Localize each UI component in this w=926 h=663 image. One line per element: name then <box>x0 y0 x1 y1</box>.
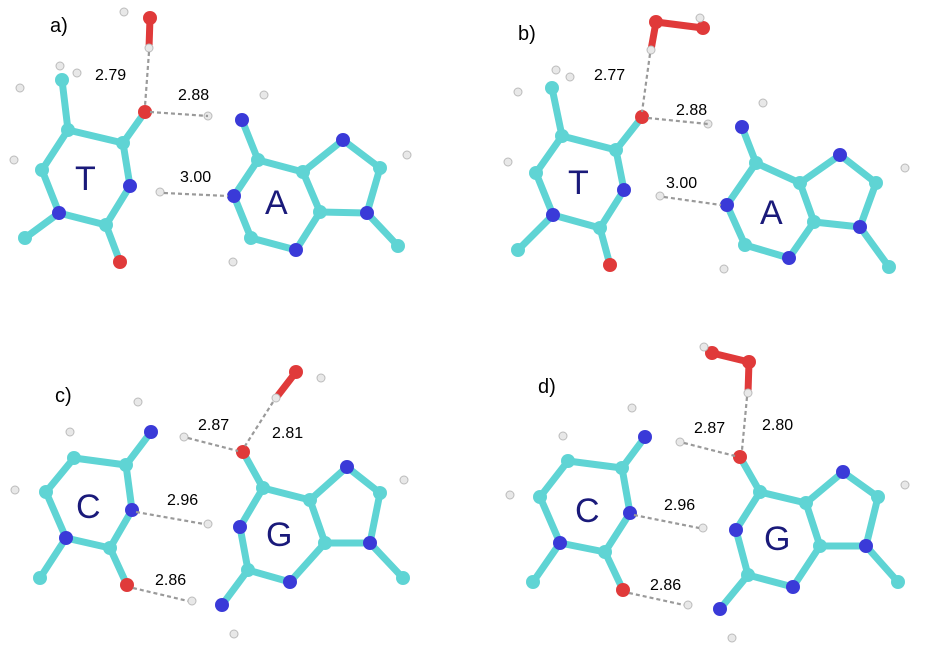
thymine-molecule <box>503 65 665 272</box>
panel-a: a) <box>9 7 412 269</box>
distance-label: 2.87 <box>198 417 229 434</box>
distance-label: 3.00 <box>666 175 697 192</box>
distance-label: 2.88 <box>178 87 209 104</box>
panel-label-a: a) <box>50 15 68 37</box>
hydrogen-bonds <box>143 51 229 198</box>
distance-label: 2.86 <box>155 572 186 589</box>
adenine-molecule <box>703 98 910 274</box>
water-dimer <box>646 13 710 55</box>
hydrogen-bonds <box>132 401 274 603</box>
distance-label: 2.96 <box>664 497 695 514</box>
base-label-cytosine: C <box>575 492 600 530</box>
hydrogen-bonds <box>640 53 722 207</box>
cytosine-molecule <box>10 397 189 592</box>
hydrogen-bonds <box>628 396 749 607</box>
base-label-thymine: T <box>75 160 96 198</box>
base-label-guanine: G <box>266 516 292 554</box>
base-label-adenine: A <box>265 184 288 222</box>
panel-b: b) <box>503 13 910 274</box>
base-label-adenine: A <box>760 194 783 232</box>
water-molecule <box>119 7 157 53</box>
distance-label: 3.00 <box>180 169 211 186</box>
base-label-guanine: G <box>764 520 790 558</box>
distance-label: 2.81 <box>272 425 303 442</box>
distance-label: 2.79 <box>95 67 126 84</box>
panel-label-c: c) <box>55 385 72 407</box>
base-label-cytosine: C <box>76 488 101 526</box>
distance-label: 2.96 <box>167 492 198 509</box>
panel-c: c) <box>10 365 410 639</box>
panel-d: d) <box>505 342 910 643</box>
water-dimer <box>699 342 756 398</box>
thymine-molecule <box>9 61 165 269</box>
distance-label: 2.87 <box>694 420 725 437</box>
distance-label: 2.80 <box>762 417 793 434</box>
guanine-molecule <box>187 445 410 639</box>
base-label-thymine: T <box>568 164 589 202</box>
panel-label-d: d) <box>538 376 556 398</box>
adenine-molecule <box>203 90 412 267</box>
cytosine-molecule <box>505 403 685 597</box>
guanine-molecule <box>683 450 910 643</box>
distance-label: 2.77 <box>594 67 625 84</box>
distance-label: 2.86 <box>650 577 681 594</box>
panel-label-b: b) <box>518 23 536 45</box>
water-molecule <box>271 365 326 403</box>
distance-label: 2.88 <box>676 102 707 119</box>
